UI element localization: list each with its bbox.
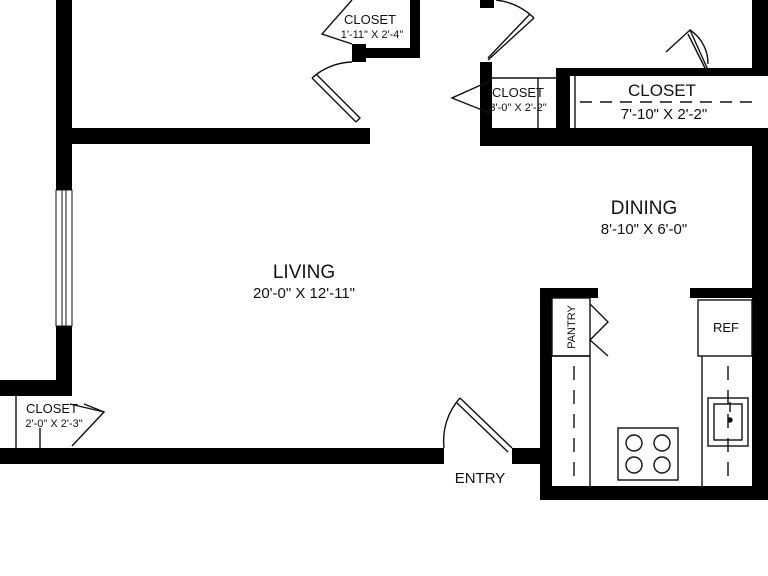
room-labels: LIVING 20'-0" X 12'-11" DINING 8'-10" X … bbox=[25, 12, 739, 487]
door-closet-mid bbox=[450, 79, 493, 115]
closet-entry-dims: 2'-0" X 2'-3" bbox=[25, 418, 82, 430]
wall-kitchen-top-left bbox=[540, 288, 598, 298]
closet-wide-label: CLOSET bbox=[628, 81, 696, 100]
wall-right-upper bbox=[752, 0, 768, 76]
wall-br2-closetline bbox=[556, 68, 768, 76]
door-bedroom bbox=[311, 73, 361, 123]
wall-br2-bottom bbox=[480, 128, 768, 146]
refrigerator bbox=[697, 299, 753, 357]
wall-kitchen-left bbox=[540, 288, 552, 498]
wall-kitchen-top-right bbox=[690, 288, 768, 298]
door-bedroom2 bbox=[487, 13, 535, 61]
wall-closet-tl-post bbox=[352, 44, 366, 62]
ref-label: REF bbox=[713, 320, 739, 335]
wall-closet-tl-right bbox=[410, 0, 420, 58]
closet-mid-dims: 3'-0" X 2'-2" bbox=[489, 102, 546, 114]
door-closet-tl bbox=[320, 0, 353, 45]
living-label: LIVING bbox=[273, 262, 335, 283]
wall-bedroom-bottom bbox=[56, 128, 370, 144]
wall-br2-top-post bbox=[480, 0, 494, 8]
doors bbox=[69, 0, 709, 453]
kitchen bbox=[551, 297, 753, 486]
wall-br2-left bbox=[480, 62, 492, 146]
pantry-label: PANTRY bbox=[566, 305, 578, 349]
stove bbox=[617, 427, 679, 481]
wall-closet-entry-top bbox=[0, 380, 72, 396]
dining-label: DINING bbox=[611, 198, 678, 219]
closet-tl-dims: 1'-11" X 2'-4" bbox=[341, 29, 404, 41]
dining-dims: 8'-10" X 6'-0" bbox=[601, 221, 687, 238]
sink bbox=[707, 397, 749, 447]
wall-closet-tl-bottom bbox=[352, 48, 420, 58]
closet-entry-label: CLOSET bbox=[26, 401, 78, 416]
wall-closet-divider bbox=[556, 68, 570, 146]
wall-left-lower bbox=[56, 326, 72, 396]
closet-wide-dims: 7'-10" X 2'-2" bbox=[621, 106, 707, 123]
wall-left-upper bbox=[56, 0, 72, 190]
walls bbox=[0, 0, 768, 500]
closet-lines bbox=[15, 76, 752, 448]
door-closet-wide bbox=[665, 28, 709, 71]
living-dims: 20'-0" X 12'-11" bbox=[253, 285, 355, 302]
wall-right bbox=[752, 140, 768, 500]
entry-label: ENTRY bbox=[455, 470, 506, 487]
closet-mid-label: CLOSET bbox=[492, 85, 544, 100]
window-left bbox=[55, 189, 73, 327]
door-entry bbox=[455, 397, 513, 453]
wall-bottom-left bbox=[0, 448, 444, 464]
wall-kitchen-bottom bbox=[540, 486, 768, 500]
closet-tl-label: CLOSET bbox=[344, 12, 396, 27]
